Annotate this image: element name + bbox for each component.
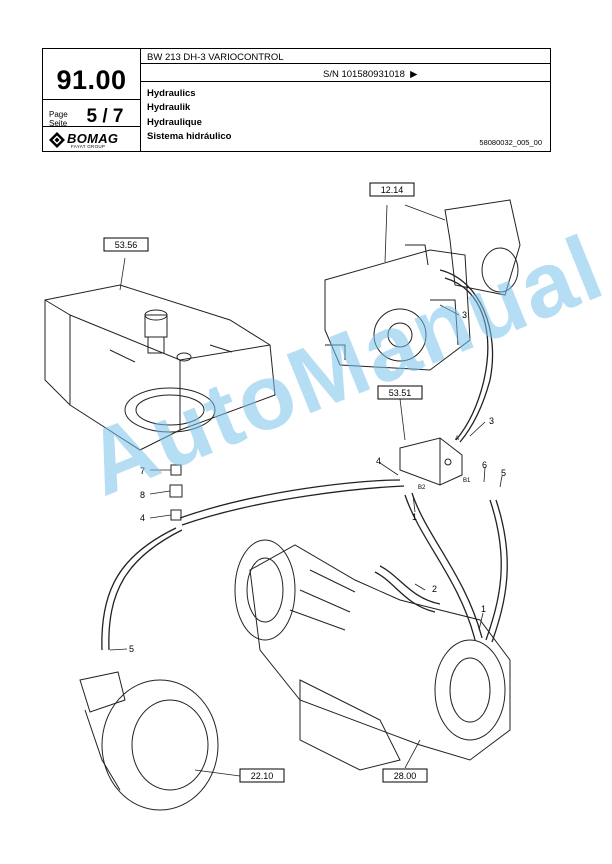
ref-box-53-56: 53.56 bbox=[103, 237, 149, 252]
serial-number: S/N 101580931018 ▶ bbox=[323, 69, 417, 80]
serial-text: S/N 101580931018 bbox=[323, 69, 405, 80]
callout-number: 1 bbox=[412, 512, 417, 522]
leader-lines bbox=[109, 204, 503, 777]
model-name: BW 213 DH-3 VARIOCONTROL bbox=[147, 52, 284, 63]
callout-number: 7 bbox=[140, 466, 145, 476]
divider bbox=[140, 81, 550, 82]
drive-axle bbox=[234, 539, 511, 771]
ref-label: 53.56 bbox=[115, 240, 138, 250]
callout-number: 4 bbox=[376, 456, 381, 466]
ref-box-12-14: 12.14 bbox=[369, 182, 415, 197]
ref-label: 22.10 bbox=[251, 771, 274, 781]
hydraulic-tank bbox=[44, 284, 276, 451]
wheel-drive-motor bbox=[79, 671, 219, 811]
callout-number: 3 bbox=[462, 310, 467, 320]
callout-number: 4 bbox=[140, 513, 145, 523]
callout-number: 5 bbox=[129, 644, 134, 654]
title-es: Sistema hidráulico bbox=[147, 130, 232, 142]
divider bbox=[43, 99, 140, 100]
ref-label: 12.14 bbox=[381, 185, 404, 195]
ref-label: 28.00 bbox=[394, 771, 417, 781]
port-label: B2 bbox=[418, 485, 426, 491]
document-id: 58080032_005_00 bbox=[479, 138, 542, 147]
page-label-en: Page bbox=[49, 110, 68, 119]
section-number: 91.00 bbox=[56, 65, 127, 95]
arrow-right-icon: ▶ bbox=[410, 69, 418, 80]
bomag-diamond-icon bbox=[49, 132, 65, 148]
callout-number: 8 bbox=[140, 490, 145, 500]
ref-box-53-51: 53.51 bbox=[377, 385, 423, 400]
page-separator: / bbox=[102, 106, 108, 127]
page-current: 5 bbox=[86, 106, 98, 127]
hydraulic-hoses bbox=[101, 269, 508, 651]
brand-name: BOMAG bbox=[67, 131, 119, 146]
port-label: A bbox=[455, 436, 459, 442]
page-indicator: 5 / 7 bbox=[73, 106, 137, 128]
callout-number: 6 bbox=[482, 460, 487, 470]
bomag-logo: BOMAG FAYAT GROUP bbox=[49, 131, 139, 151]
callout-number: 1 bbox=[481, 604, 486, 614]
valve-block bbox=[399, 437, 463, 486]
port-label: B1 bbox=[463, 478, 471, 484]
ref-box-28-00: 28.00 bbox=[382, 768, 428, 783]
title-de: Hydraulik bbox=[147, 102, 191, 114]
divider bbox=[140, 63, 550, 64]
hydraulic-pump bbox=[324, 199, 521, 371]
section-titles: Hydraulics Hydraulik Hydraulique Sistema… bbox=[147, 87, 231, 144]
callout-number: 3 bbox=[489, 416, 494, 426]
ref-box-22-10: 22.10 bbox=[239, 768, 285, 783]
ref-label: 53.51 bbox=[389, 388, 412, 398]
brand-subtitle: FAYAT GROUP bbox=[71, 144, 106, 149]
title-fr: Hydraulique bbox=[147, 116, 202, 128]
title-block: 91.00 Page Seite 5 / 7 BOMAG FAYAT GROUP… bbox=[42, 48, 551, 152]
divider bbox=[43, 126, 140, 127]
page-label-de: Seite bbox=[49, 119, 68, 128]
callout-number: 5 bbox=[501, 468, 506, 478]
title-en: Hydraulics bbox=[147, 88, 196, 99]
page-total: 7 bbox=[112, 106, 124, 127]
callout-number: 2 bbox=[432, 584, 437, 594]
title-block-divider bbox=[140, 49, 141, 151]
page-label: Page Seite bbox=[49, 110, 68, 128]
